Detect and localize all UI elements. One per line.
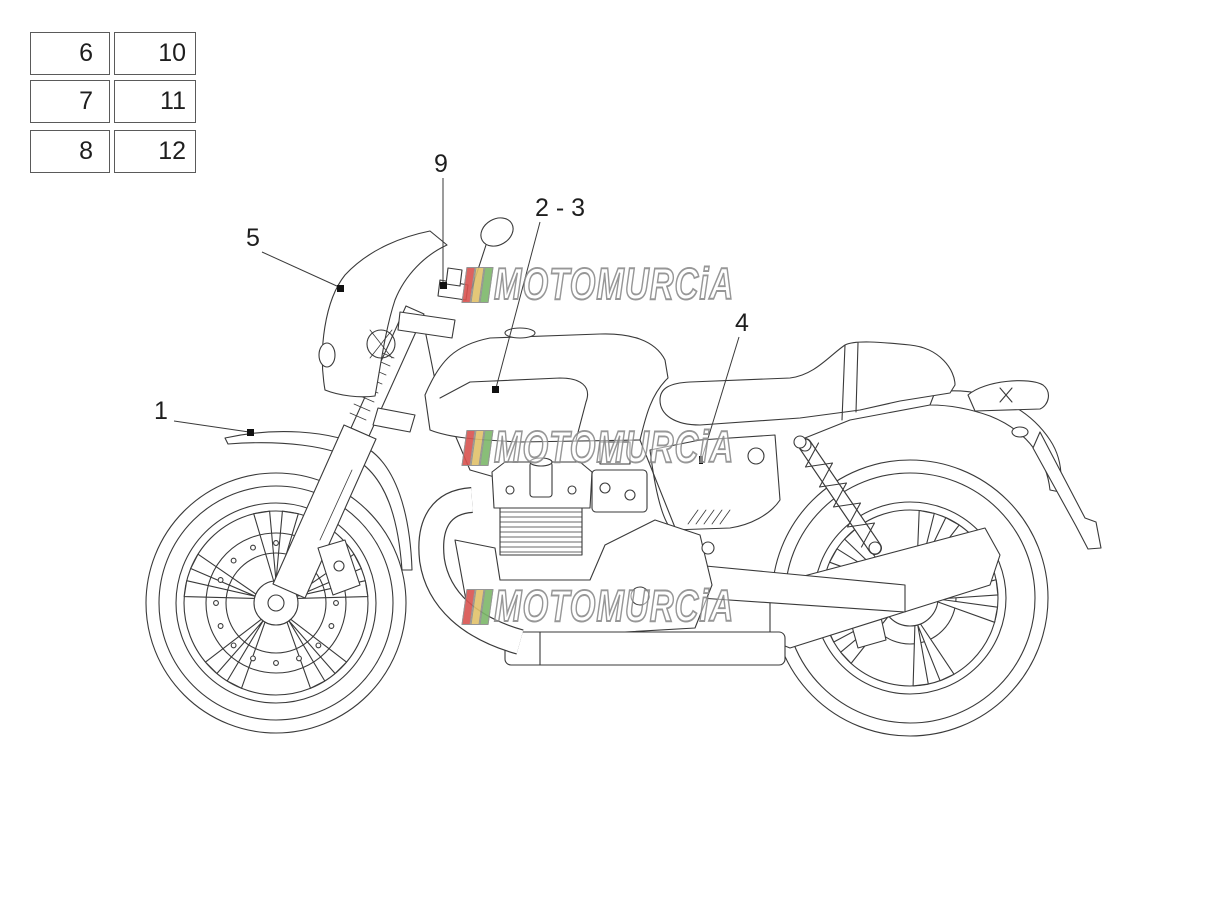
rear-wheel-spoke [912, 623, 955, 687]
watermark-text: MOTOMURCiA [493, 420, 735, 472]
side-cover-fastener [747, 447, 765, 465]
front-wheel-spoke [183, 553, 257, 599]
grid-cell: 11 [114, 80, 196, 123]
callout-marker-5 [337, 285, 344, 292]
watermark-logo-icon [461, 265, 494, 303]
brake-disc-hole [315, 642, 322, 649]
grid-cell: 6 [30, 32, 110, 75]
brake-disc-hole [217, 577, 224, 583]
muffler [504, 631, 786, 666]
front-brake-disc [205, 532, 347, 674]
brake-disc-hole [230, 557, 237, 564]
engine-cover-bolt [630, 586, 650, 606]
taillight-lens-detail [999, 387, 1013, 403]
brake-disc-hole [230, 642, 237, 649]
side-cover-vents [687, 509, 731, 525]
instrument-cluster [366, 329, 396, 359]
watermark-logo-icon [461, 587, 494, 625]
watermark: MOTOMURCiA [461, 579, 745, 631]
headlight [318, 342, 336, 368]
frame-bolt [793, 435, 807, 449]
seat [659, 341, 956, 426]
callouts: 9 2 - 3 5 4 1 [154, 150, 749, 464]
brake-disc-hole [333, 600, 339, 606]
callout-marker-2-3 [492, 386, 499, 393]
brake-disc-hole [217, 623, 224, 629]
watermark: MOTOMURCiA [461, 257, 745, 309]
fuel-cap [504, 327, 536, 339]
headlight-fairing [321, 230, 448, 398]
callout-label-4: 4 [735, 309, 749, 337]
rear-subframe [799, 404, 931, 441]
upper-triple-clamp [397, 311, 456, 339]
throttle-body [591, 469, 648, 513]
spark-plug-cap-top [529, 457, 553, 467]
lower-triple-clamp [372, 407, 416, 433]
front-brake-disc-inner [225, 552, 327, 654]
brake-disc-hole [250, 544, 256, 551]
front-wheel [145, 472, 407, 734]
watermark-logo-icon [461, 428, 494, 466]
brake-disc-hole [273, 660, 279, 666]
brake-disc-hole [250, 655, 256, 662]
grid-cell: 7 [30, 80, 110, 123]
caliper-bolt [333, 560, 345, 572]
exhaust-header [419, 488, 524, 654]
grid-cell: 8 [30, 130, 110, 173]
grid-cell: 10 [114, 32, 196, 75]
tank-decal-area [439, 377, 588, 441]
front-tire-inner [158, 485, 394, 721]
throttle-detail [599, 482, 611, 494]
shock-lower-mount [868, 541, 882, 555]
head-bolt [505, 485, 515, 495]
fork-slider-detail [319, 469, 353, 541]
rear-wheel-spoke [937, 579, 999, 623]
ignition-box [599, 441, 631, 465]
front-rim-inner [183, 510, 369, 696]
front-wheel-spoke [286, 618, 348, 689]
callout-marker-1 [247, 429, 254, 436]
shock-spring [804, 442, 876, 548]
side-cover [649, 434, 781, 531]
watermark-text: MOTOMURCiA [493, 579, 735, 631]
front-wheel-spoke [204, 618, 266, 689]
mirror [480, 217, 514, 247]
grid-cell: 12 [114, 130, 196, 173]
throttle-detail [624, 489, 636, 501]
brake-disc-hole [296, 655, 302, 662]
front-fork [272, 305, 456, 599]
brake-disc-hole [273, 540, 279, 546]
callout-marker-9 [440, 282, 447, 289]
head-bolt [567, 485, 577, 495]
callout-leader-5 [261, 251, 340, 288]
footpeg-mount [701, 541, 715, 555]
cylinder-fins [499, 511, 583, 553]
seat-tail-frame [841, 342, 859, 421]
engine [454, 441, 715, 639]
callout-label-9: 9 [434, 150, 448, 178]
front-fender [224, 431, 413, 571]
front-axle [267, 594, 285, 612]
license-plate-bracket [1032, 431, 1102, 550]
brake-disc-hole [213, 600, 219, 606]
callout-marker-4 [699, 456, 703, 464]
callout-leader-4 [701, 336, 740, 459]
watermark: MOTOMURCiA [461, 420, 745, 472]
master-cylinder [445, 267, 463, 287]
cylinder [499, 504, 583, 556]
instrument-detail [369, 329, 393, 359]
callout-leader-2-3 [495, 221, 541, 389]
brake-disc-hole [328, 623, 335, 629]
shock-body [799, 439, 881, 554]
watermark-text: MOTOMURCiA [493, 257, 735, 309]
rear-indicator [1011, 426, 1029, 438]
callout-label-2-3: 2 - 3 [535, 194, 585, 222]
callout-label-5: 5 [246, 224, 260, 252]
callout-leader-1 [173, 420, 250, 433]
front-rim-outer [175, 502, 377, 704]
callout-label-1: 1 [154, 397, 168, 425]
taillight [967, 380, 1049, 412]
